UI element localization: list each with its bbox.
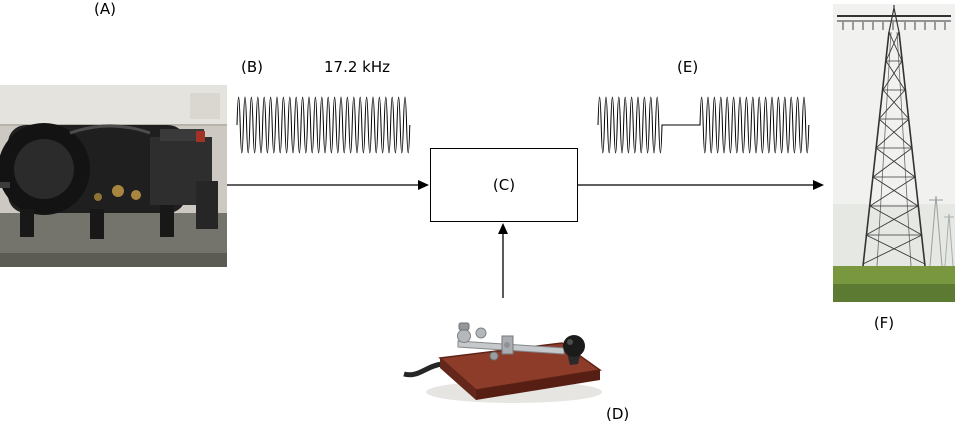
arrowhead-key-to-modulator: [498, 223, 508, 234]
keyed-wave: [597, 96, 810, 154]
label-modulator: (C): [492, 176, 516, 194]
modulator-box: (C): [430, 148, 578, 222]
label-carrier: (B): [241, 58, 263, 76]
carrier-wave: [236, 96, 411, 154]
telegraph-key-photo: [402, 298, 617, 408]
carrier-frequency-label: 17.2 kHz: [324, 58, 391, 76]
label-key: (D): [606, 405, 630, 423]
arrowhead-source-to-modulator: [418, 180, 429, 190]
arrowhead-modulator-to-antenna: [813, 180, 824, 190]
label-antenna: (F): [873, 314, 895, 332]
alternator-illustration: [0, 85, 227, 267]
antenna-tower-photo: [833, 4, 955, 302]
antenna-tower-illustration: [833, 4, 955, 302]
alternator-photo: [0, 85, 227, 267]
label-keyed-signal: (E): [677, 58, 699, 76]
label-source: (A): [94, 0, 116, 18]
telegraph-key-illustration: [402, 298, 617, 408]
